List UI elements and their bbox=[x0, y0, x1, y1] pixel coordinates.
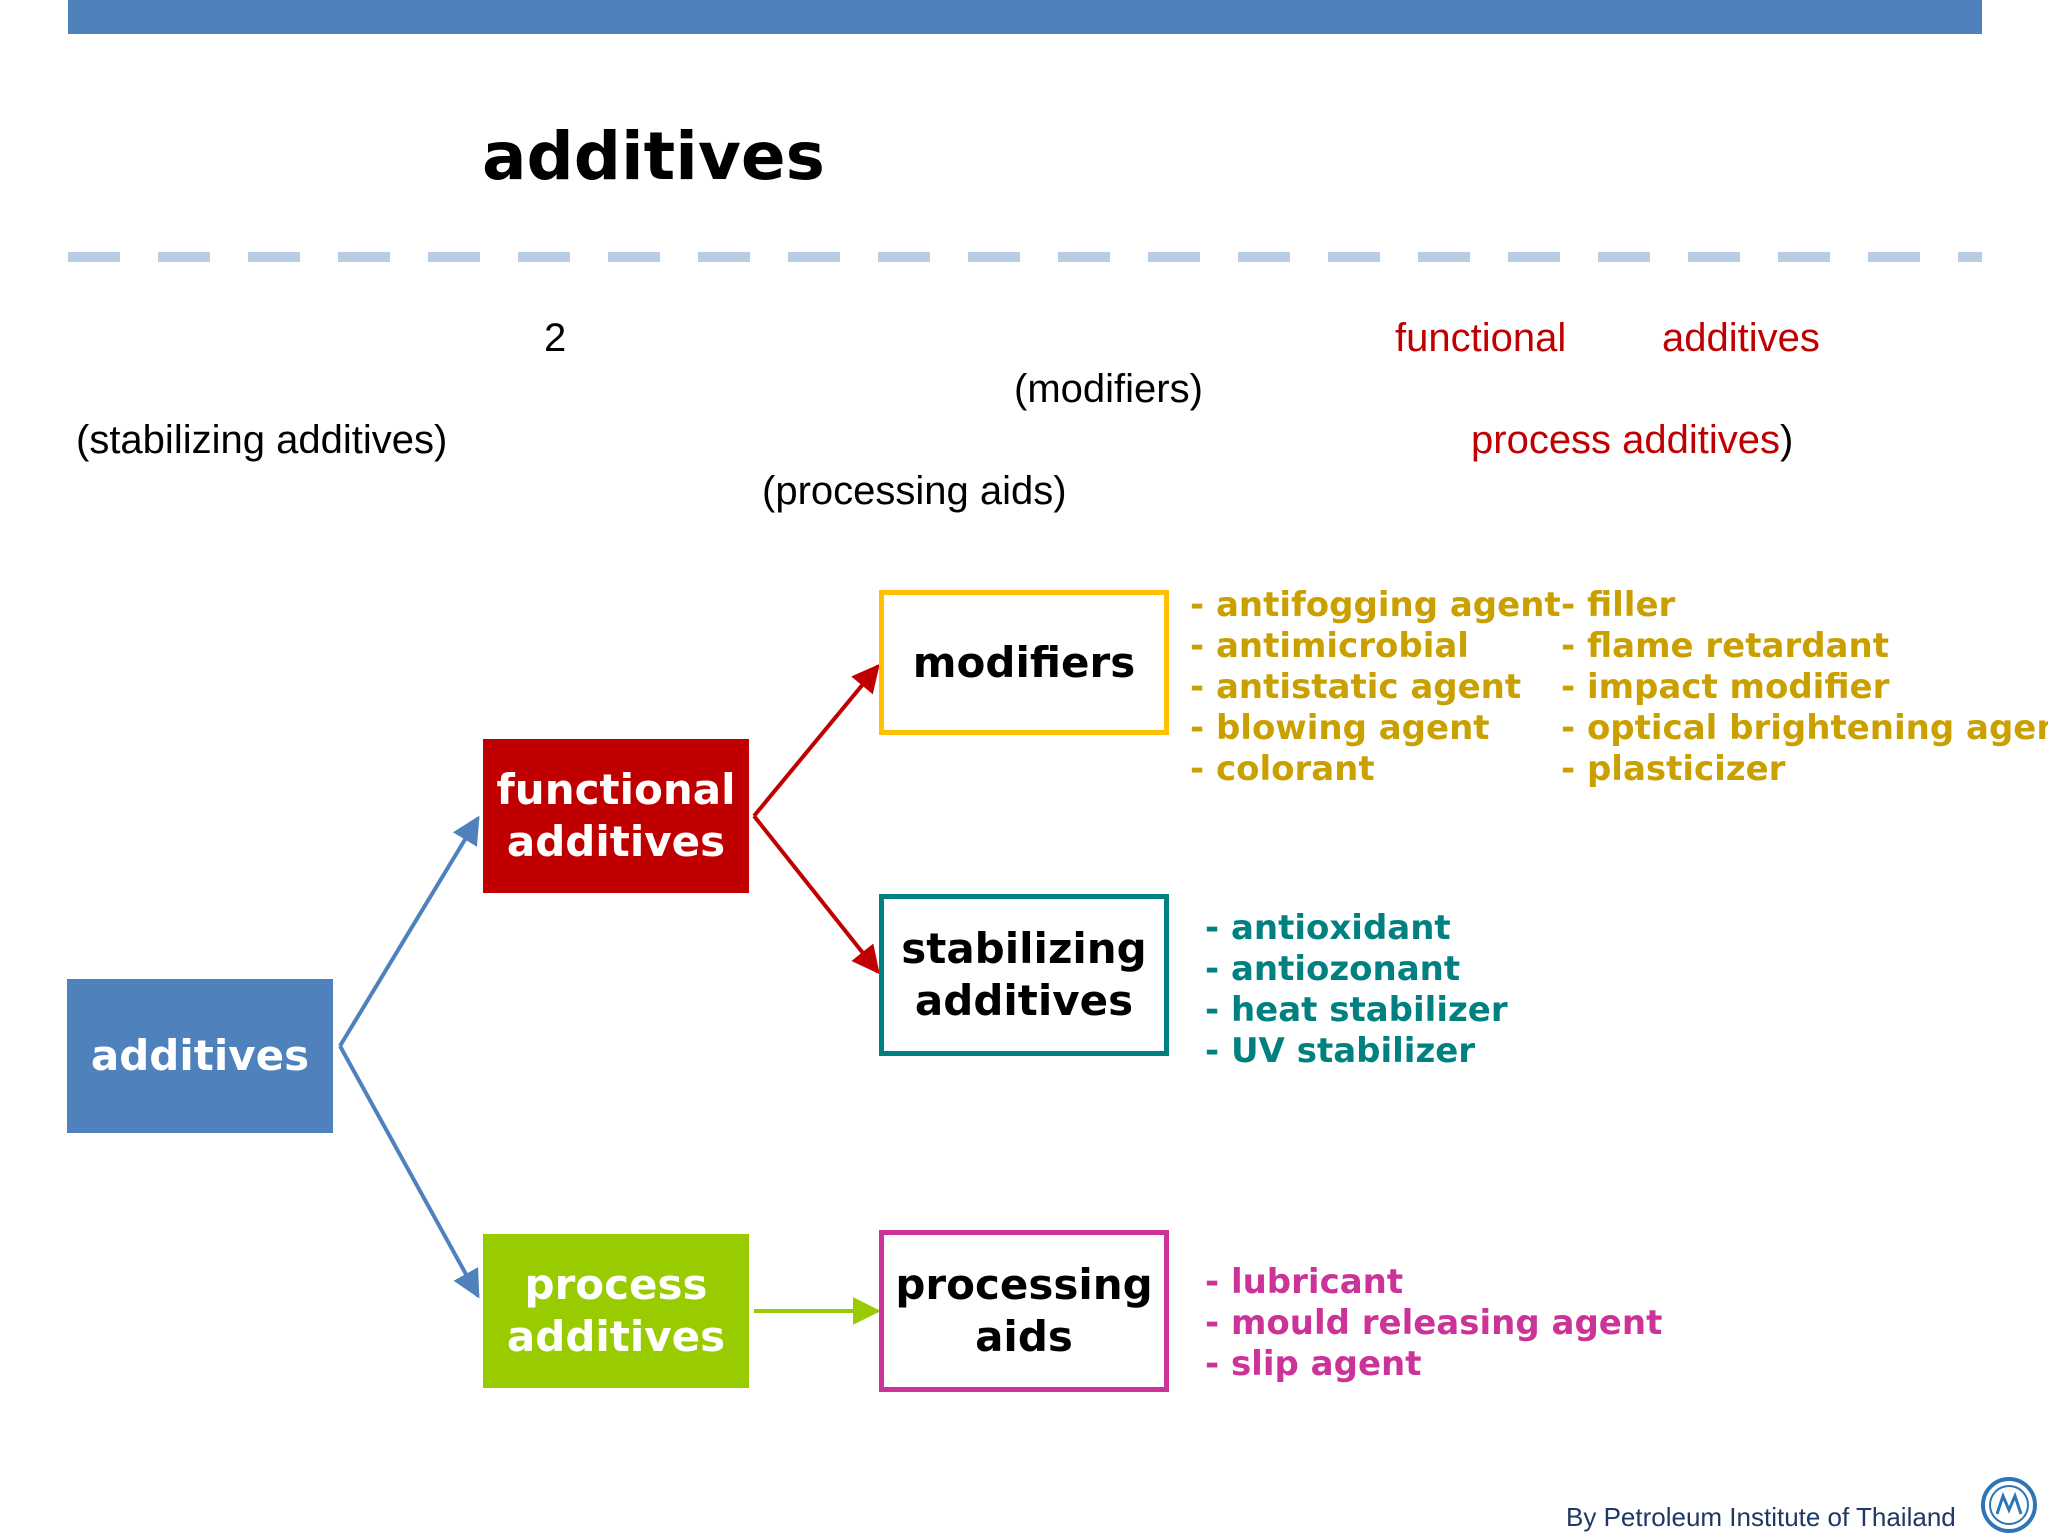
list-modifiers-col2: - filler - flame retardant - impact modi… bbox=[1561, 585, 2048, 790]
intro-process-additives: process additives) bbox=[1471, 418, 1793, 463]
list-item: - UV stabilizer bbox=[1205, 1031, 1476, 1071]
arrow-root-to-functional bbox=[338, 815, 480, 1048]
arrow-functional-to-modifiers bbox=[752, 663, 880, 818]
list-item: - optical brightening agent bbox=[1561, 708, 2048, 748]
list-item: - antiozonant bbox=[1205, 949, 1461, 989]
list-item: - lubricant bbox=[1205, 1262, 1404, 1302]
intro-process-additives-label: process additives bbox=[1471, 418, 1781, 462]
arrow-functional-to-stabilizing bbox=[752, 814, 880, 975]
intro-additives: additives bbox=[1662, 316, 1820, 360]
node-stabilizing-additives: stabilizing additives bbox=[879, 894, 1169, 1056]
list-item: - plasticizer bbox=[1561, 749, 1786, 789]
list-item: - impact modifier bbox=[1561, 667, 1890, 707]
intro-count: 2 bbox=[544, 316, 567, 360]
list-processing: - lubricant - mould releasing agent - sl… bbox=[1205, 1262, 1662, 1385]
list-item: - antimicrobial bbox=[1190, 626, 1469, 666]
list-item: - heat stabilizer bbox=[1205, 990, 1508, 1030]
node-processing-aids: processing aids bbox=[879, 1230, 1169, 1392]
node-additives: additives bbox=[67, 979, 333, 1133]
list-item: - slip agent bbox=[1205, 1344, 1422, 1384]
dashed-divider bbox=[68, 252, 1982, 262]
pti-logo-icon bbox=[1981, 1477, 2037, 1533]
page-title: additives bbox=[482, 118, 825, 195]
list-item: - antioxidant bbox=[1205, 908, 1451, 948]
node-process-additives: process additives bbox=[483, 1234, 749, 1388]
intro-close-paren: ) bbox=[1780, 418, 1794, 462]
intro-modifiers: (modifiers) bbox=[1014, 367, 1203, 411]
list-modifiers-col1: - antifogging agent - antimicrobial - an… bbox=[1190, 585, 1561, 790]
list-item: - antistatic agent bbox=[1190, 667, 1522, 707]
top-accent-bar bbox=[68, 0, 1982, 34]
list-item: - flame retardant bbox=[1561, 626, 1889, 666]
list-item: - colorant bbox=[1190, 749, 1375, 789]
intro-processing-aids: (processing aids) bbox=[762, 469, 1067, 513]
intro-stabilizing: (stabilizing additives) bbox=[76, 418, 448, 462]
arrow-root-to-process bbox=[338, 1045, 480, 1299]
node-modifiers: modifiers bbox=[879, 590, 1169, 735]
intro-functional: functional bbox=[1395, 316, 1567, 360]
list-stabilizing: - antioxidant - antiozonant - heat stabi… bbox=[1205, 908, 1508, 1072]
list-item: - filler bbox=[1561, 585, 1676, 625]
list-item: - blowing agent bbox=[1190, 708, 1490, 748]
node-functional-additives: functional additives bbox=[483, 739, 749, 893]
list-item: - antifogging agent bbox=[1190, 585, 1561, 625]
footer-credit: By Petroleum Institute of Thailand bbox=[1566, 1502, 1956, 1532]
list-item: - mould releasing agent bbox=[1205, 1303, 1663, 1343]
